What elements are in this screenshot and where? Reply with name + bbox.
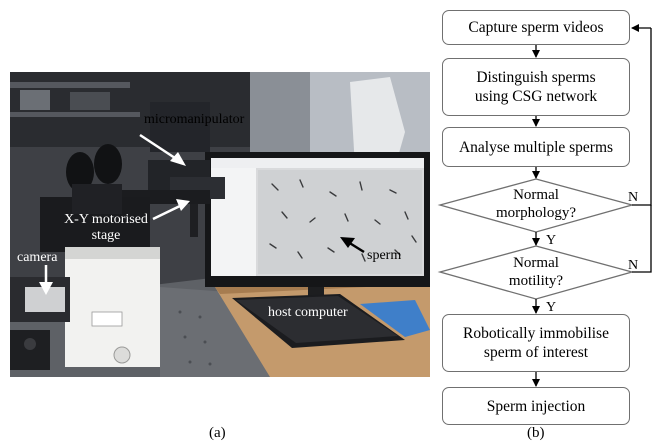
step-capture-videos: Capture sperm videos: [442, 10, 630, 45]
sperm-label: sperm: [367, 248, 402, 263]
step-analyse-sperms: Analyse multiple sperms: [442, 127, 630, 167]
step-distinguish-sperms: Distinguish sperms using CSG network: [442, 58, 630, 116]
xy-stage-label-line2: stage: [91, 228, 121, 243]
decision-morphology: Normal morphology?: [476, 186, 596, 222]
decision-motility-line2: motility?: [508, 273, 564, 289]
host-computer-label: host computer: [268, 305, 348, 320]
loop-no-motility: [632, 205, 652, 273]
label-yes-morphology: Y: [546, 233, 557, 248]
decision-morphology-line1: Normal: [513, 187, 559, 203]
step-distinguish-line2: using CSG network: [474, 88, 598, 105]
panel-b-label: (b): [527, 425, 545, 441]
decision-motility-line1: Normal: [513, 255, 559, 271]
step-immobilise-line1: Robotically immobilise: [463, 325, 609, 342]
xy-stage-label-line1: X-Y motorised: [64, 212, 148, 227]
label-yes-motility: Y: [546, 300, 557, 315]
step-distinguish-line1: Distinguish sperms: [476, 69, 596, 86]
step-immobilise-line2: sperm of interest: [483, 344, 589, 361]
step-analyse-text: Analyse multiple sperms: [458, 138, 614, 156]
micromanipulator-label: micromanipulator: [144, 112, 245, 127]
step-immobilise-sperm: Robotically immobilise sperm of interest: [442, 314, 630, 372]
decision-morphology-line2: morphology?: [496, 205, 576, 221]
step-capture-videos-text: Capture sperm videos: [468, 19, 604, 36]
lab-setup-photo: [10, 72, 430, 377]
decision-motility: Normal motility?: [476, 254, 596, 290]
label-no-morphology: N: [628, 190, 639, 205]
camera-label: camera: [17, 250, 58, 265]
panel-a-label: (a): [209, 425, 226, 441]
xy-stage-label: X-Y motorised stage: [46, 212, 166, 244]
step-injection-text: Sperm injection: [486, 397, 586, 415]
loop-no-morphology: [632, 28, 652, 206]
step-sperm-injection: Sperm injection: [442, 387, 630, 425]
label-no-motility: N: [628, 258, 639, 273]
